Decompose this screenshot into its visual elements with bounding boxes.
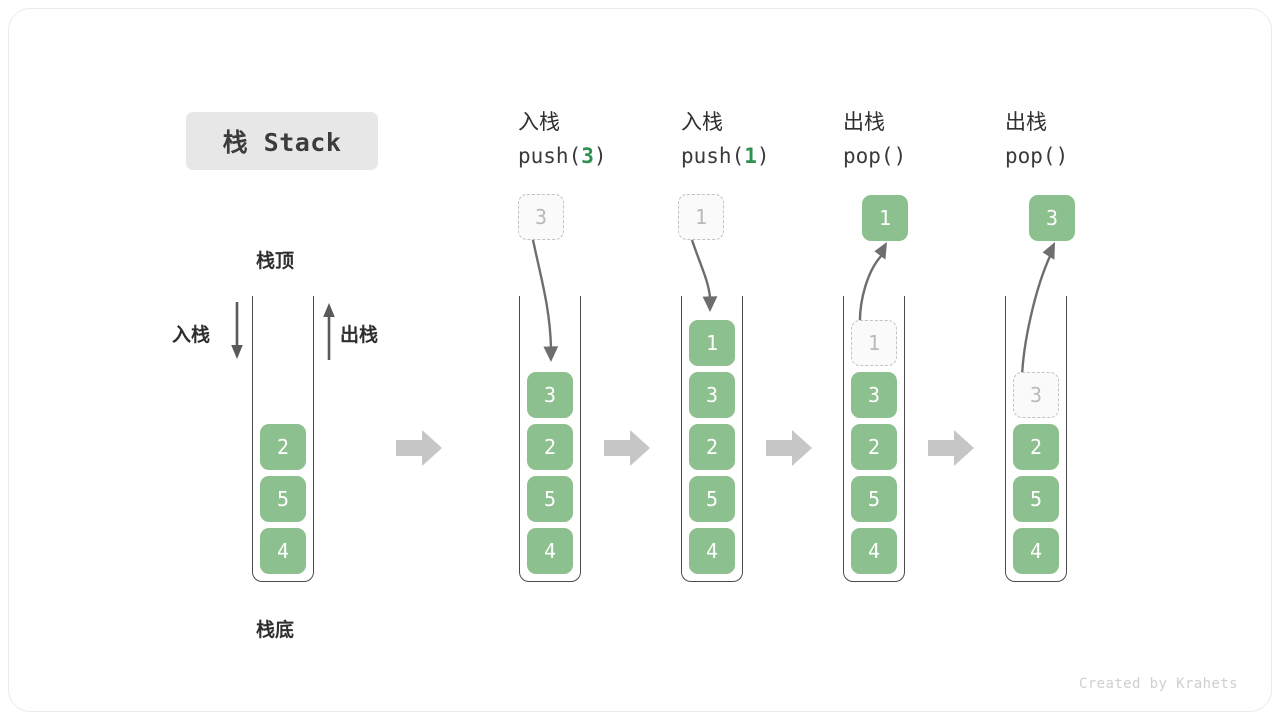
push-down-arrow-icon xyxy=(231,302,243,359)
step-header-code: push(1) xyxy=(681,142,841,172)
flow-arrow-icon xyxy=(766,430,812,466)
step-header-pop-3: 出栈 pop() xyxy=(1005,108,1165,172)
stack-item: 4 xyxy=(260,528,306,574)
step-header-code: push(3) xyxy=(518,142,678,172)
stack-top-label: 栈顶 xyxy=(256,250,295,272)
stack-item: 2 xyxy=(851,424,897,470)
step-header-cjk: 入栈 xyxy=(681,110,723,134)
stack-item: 4 xyxy=(689,528,735,574)
stack-item: 3 xyxy=(527,372,573,418)
stack-item: 2 xyxy=(527,424,573,470)
stack-bottom-label: 栈底 xyxy=(256,619,295,641)
pop-direction-label: 出栈 xyxy=(340,324,379,346)
pop-up-arrow-icon xyxy=(323,303,335,360)
code-post: ) xyxy=(593,143,607,168)
page-title: 栈 Stack xyxy=(222,128,342,157)
stack-item: 5 xyxy=(1013,476,1059,522)
code-post: ) xyxy=(756,143,770,168)
flow-arrow-icon xyxy=(604,430,650,466)
stack-container-initial xyxy=(252,296,314,582)
credit-footer: Created by Krahets xyxy=(1079,676,1238,692)
code-arg: 3 xyxy=(581,143,594,168)
stack-container-pop-3 xyxy=(1005,296,1067,582)
stack-item: 5 xyxy=(260,476,306,522)
step-header-cjk: 入栈 xyxy=(518,110,560,134)
popped-element: 3 xyxy=(1029,195,1075,241)
stack-container-push-1 xyxy=(681,296,743,582)
step-header-push-1: 入栈 push(1) xyxy=(681,108,841,172)
push-curve-arrow-icon xyxy=(690,239,718,312)
stack-item: 2 xyxy=(689,424,735,470)
push-direction-label: 入栈 xyxy=(172,324,211,346)
stack-item: 1 xyxy=(689,320,735,366)
step-header-cjk: 出栈 xyxy=(843,110,885,134)
code-post: ) xyxy=(1055,143,1069,168)
step-header-pop-1: 出栈 pop() xyxy=(843,108,1003,172)
stack-item: 5 xyxy=(689,476,735,522)
code-pre: push( xyxy=(518,143,582,168)
stack-item: 2 xyxy=(1013,424,1059,470)
stack-item: 4 xyxy=(1013,528,1059,574)
stack-item: 3 xyxy=(851,372,897,418)
step-header-cjk: 出栈 xyxy=(1005,110,1047,134)
stack-item: 2 xyxy=(260,424,306,470)
page-title-chip: 栈 Stack xyxy=(186,112,378,170)
step-header-code: pop() xyxy=(843,142,1003,172)
flow-arrow-icon xyxy=(928,430,974,466)
stack-container-pop-1 xyxy=(843,296,905,582)
code-arg: 1 xyxy=(744,143,757,168)
code-pre: push( xyxy=(681,143,745,168)
code-post: ) xyxy=(893,143,907,168)
moving-element-ghost: 1 xyxy=(678,194,724,240)
stack-item: 4 xyxy=(851,528,897,574)
moving-element-ghost: 3 xyxy=(518,194,564,240)
push-curve-arrow-icon xyxy=(531,239,559,362)
popped-element: 1 xyxy=(862,195,908,241)
stack-item-removed: 1 xyxy=(851,320,897,366)
pop-curve-arrow-icon xyxy=(858,242,887,327)
stack-container-push-3 xyxy=(519,296,581,582)
flow-arrow-icon xyxy=(396,430,442,466)
step-header-push-3: 入栈 push(3) xyxy=(518,108,678,172)
code-pre: pop( xyxy=(843,143,894,168)
stack-item-removed: 3 xyxy=(1013,372,1059,418)
stack-item: 4 xyxy=(527,528,573,574)
code-pre: pop( xyxy=(1005,143,1056,168)
stack-item: 5 xyxy=(851,476,897,522)
step-header-code: pop() xyxy=(1005,142,1165,172)
stack-item: 3 xyxy=(689,372,735,418)
pop-curve-arrow-icon xyxy=(1020,242,1055,379)
stack-item: 5 xyxy=(527,476,573,522)
